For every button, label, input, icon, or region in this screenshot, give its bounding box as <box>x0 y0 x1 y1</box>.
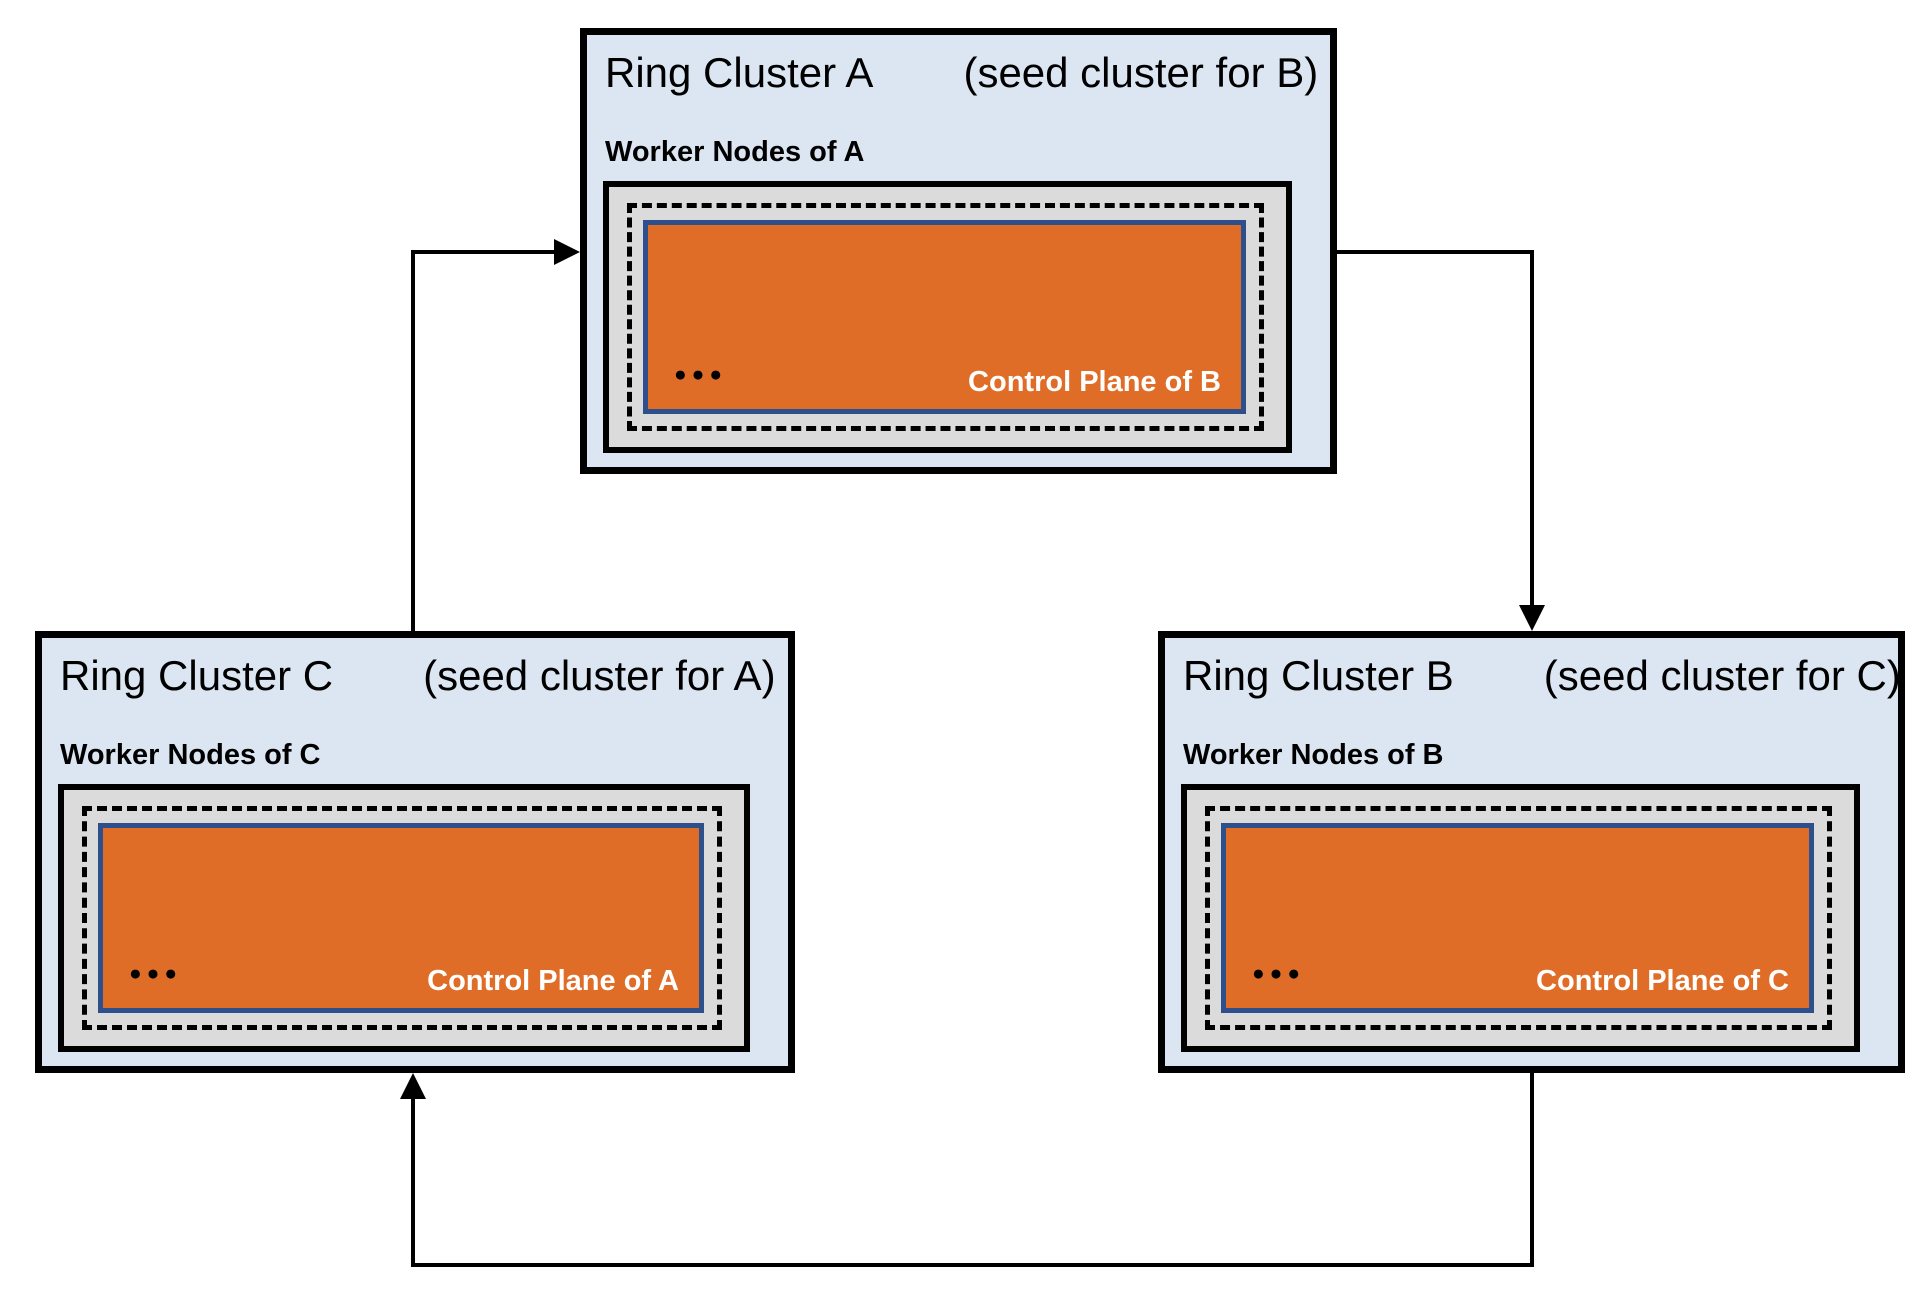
ellipsis-icon: ●●● <box>129 962 183 985</box>
arrow-b-to-c-horizontal-segment <box>411 1263 1534 1267</box>
cluster-a-control-plane-box: ●●● Control Plane of B <box>643 220 1246 414</box>
cluster-c-node-boundary-dashed-box: ●●● Control Plane of A <box>82 806 722 1030</box>
cluster-c-worker-nodes-box: ●●● Control Plane of A <box>58 784 750 1052</box>
cluster-b-worker-nodes-box: ●●● Control Plane of C <box>1181 784 1860 1052</box>
cluster-a-title: Ring Cluster A <box>605 49 874 96</box>
cluster-a-control-plane-label: Control Plane of B <box>968 366 1221 398</box>
ellipsis-icon: ●●● <box>1252 962 1306 985</box>
cluster-c-title-row: Ring Cluster C (seed cluster for A) <box>60 650 776 703</box>
cluster-a-title-row: Ring Cluster A (seed cluster for B) <box>605 47 1318 100</box>
cluster-c-subtitle: (seed cluster for A) <box>423 652 776 699</box>
arrow-b-to-c-down-segment <box>1530 1071 1534 1267</box>
cluster-c-title: Ring Cluster C <box>60 652 334 699</box>
cluster-a-node-boundary-dashed-box: ●●● Control Plane of B <box>627 203 1264 431</box>
cluster-a-box: Ring Cluster A (seed cluster for B) Work… <box>580 28 1337 474</box>
arrow-b-to-c-arrowhead-icon <box>400 1073 426 1099</box>
arrow-c-to-a-vertical-segment <box>411 252 415 631</box>
cluster-c-worker-nodes-label: Worker Nodes of C <box>60 739 321 771</box>
cluster-b-title: Ring Cluster B <box>1183 652 1454 699</box>
cluster-c-control-plane-label: Control Plane of A <box>427 965 679 997</box>
arrow-b-to-c-up-segment <box>411 1096 415 1267</box>
cluster-b-box: Ring Cluster B (seed cluster for C) Work… <box>1158 631 1905 1073</box>
cluster-b-control-plane-label: Control Plane of C <box>1536 965 1789 997</box>
cluster-b-title-row: Ring Cluster B (seed cluster for C) <box>1183 650 1901 703</box>
cluster-a-worker-nodes-label: Worker Nodes of A <box>605 136 865 168</box>
arrow-a-to-b-horizontal-segment <box>1337 250 1532 254</box>
cluster-b-control-plane-box: ●●● Control Plane of C <box>1221 823 1814 1013</box>
arrow-c-to-a-arrowhead-icon <box>554 239 580 265</box>
arrow-a-to-b-vertical-segment <box>1530 250 1534 607</box>
cluster-c-box: Ring Cluster C (seed cluster for A) Work… <box>35 631 795 1073</box>
cluster-b-node-boundary-dashed-box: ●●● Control Plane of C <box>1205 806 1832 1030</box>
cluster-c-control-plane-box: ●●● Control Plane of A <box>98 823 704 1013</box>
arrow-a-to-b-arrowhead-icon <box>1519 605 1545 631</box>
cluster-b-worker-nodes-label: Worker Nodes of B <box>1183 739 1444 771</box>
cluster-a-worker-nodes-box: ●●● Control Plane of B <box>603 181 1292 453</box>
arrow-c-to-a-horizontal-segment <box>411 250 556 254</box>
cluster-b-subtitle: (seed cluster for C) <box>1543 652 1901 699</box>
cluster-a-subtitle: (seed cluster for B) <box>963 49 1319 96</box>
ellipsis-icon: ●●● <box>674 363 728 386</box>
